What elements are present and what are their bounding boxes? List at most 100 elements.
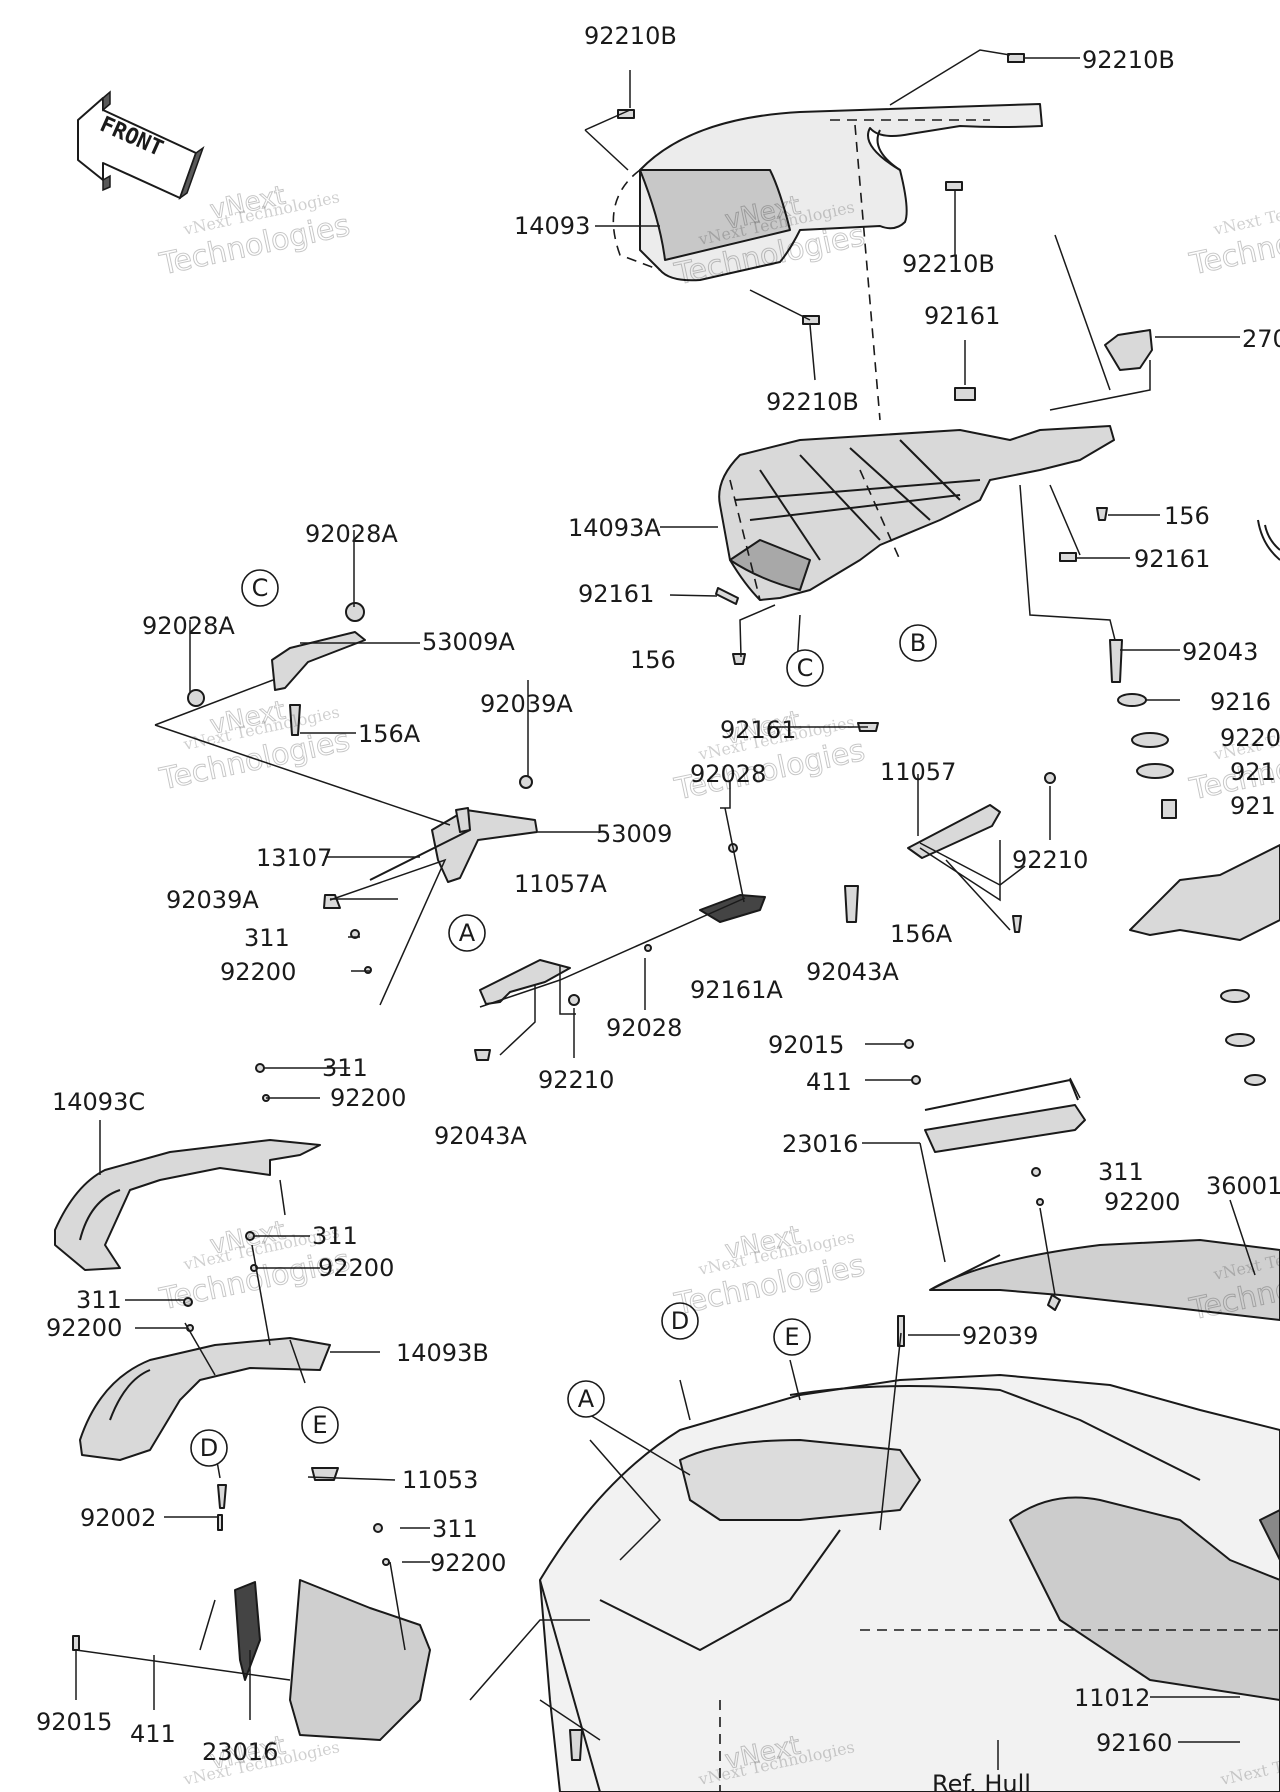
part-label: 311 — [312, 1222, 358, 1250]
cover-36001 — [929, 1239, 1280, 1321]
part-label: 36001 — [1206, 1172, 1280, 1200]
svg-text:C: C — [252, 574, 269, 602]
part-label: 11057 — [880, 758, 956, 786]
lower-panel-group — [234, 1579, 431, 1741]
part-label: 92015 — [36, 1708, 112, 1736]
callout-d-hull: D — [661, 1302, 699, 1340]
panel-14093C — [54, 1139, 321, 1271]
svg-text:D: D — [200, 1434, 218, 1462]
hull-body — [539, 1374, 1280, 1792]
svg-text:A: A — [459, 919, 476, 947]
part-label: 11053 — [402, 1466, 478, 1494]
part-label: 311 — [432, 1515, 478, 1543]
part-label: 92210B — [1082, 46, 1175, 74]
part-label: 92039A — [166, 886, 259, 914]
part-label: 92210B — [766, 388, 859, 416]
part-label: 92200 — [430, 1549, 506, 1577]
part-label: 270 — [1242, 325, 1280, 353]
callout-c-top: C — [241, 569, 279, 607]
part-label: 9220 — [1220, 724, 1280, 752]
part-label: 411 — [806, 1068, 852, 1096]
part-label: 92043A — [434, 1122, 527, 1150]
part-label: 92028A — [142, 612, 235, 640]
svg-text:E: E — [784, 1323, 799, 1351]
callout-c-mid: C — [786, 649, 824, 687]
part-label: 311 — [244, 924, 290, 952]
part-label: 92028 — [606, 1014, 682, 1042]
part-label: 92161 — [1134, 545, 1210, 573]
watermark: vNext Technologies Technologies — [1186, 187, 1280, 283]
leader-lines — [75, 49, 1256, 1770]
part-label: 11012 — [1074, 1684, 1150, 1712]
part-label: 156 — [1164, 502, 1210, 530]
part-label: 411 — [130, 1720, 176, 1748]
part-label: 92200 — [318, 1254, 394, 1282]
part-label: 92161 — [924, 302, 1000, 330]
callout-a-hull: A — [567, 1380, 605, 1418]
part-label: 92200 — [46, 1314, 122, 1342]
part-label: 11057A — [514, 870, 607, 898]
front-arrow-icon: FRONT — [77, 90, 205, 200]
part-label: 92015 — [768, 1031, 844, 1059]
part-label: 92028 — [690, 760, 766, 788]
part-label: 23016 — [202, 1738, 278, 1766]
part-label: 92200 — [330, 1084, 406, 1112]
part-label: 92002 — [80, 1504, 156, 1532]
watermark: vNext Technologies Technologies vNext — [156, 695, 354, 798]
part-label: 92161 — [578, 580, 654, 608]
part-label: 156A — [358, 720, 421, 748]
svg-text:B: B — [910, 629, 926, 657]
part-label: 921 — [1230, 758, 1276, 786]
part-label: 92210B — [584, 22, 677, 50]
part-label: 92039 — [962, 1322, 1038, 1350]
part-label: 311 — [76, 1286, 122, 1314]
part-label: 921 — [1230, 792, 1276, 820]
part-label: 311 — [1098, 1158, 1144, 1186]
bracket-53009A — [187, 602, 366, 736]
part-label: 14093A — [568, 514, 661, 542]
watermark: vNext Technologies Technologies vNext — [671, 705, 869, 808]
part-label: 156 — [630, 646, 676, 674]
callouts: C B C A D E A D — [190, 569, 937, 1467]
part-label: 14093B — [396, 1339, 489, 1367]
part-label: 13107 — [256, 844, 332, 872]
cover-270 — [1104, 329, 1153, 371]
part-label: 92043 — [1182, 638, 1258, 666]
part-label: 14093 — [514, 212, 590, 240]
part-label: 156A — [890, 920, 953, 948]
part-label: 92028A — [305, 520, 398, 548]
callout-a-left: A — [448, 914, 486, 952]
part-label: 92210 — [1012, 846, 1088, 874]
right-edge-parts — [1129, 519, 1280, 1541]
callout-e-hull: E — [773, 1318, 811, 1356]
seat-cover-14093 — [612, 103, 1043, 421]
svg-text:A: A — [578, 1385, 595, 1413]
bracket-11057A — [479, 959, 571, 1005]
part-label: 23016 — [782, 1130, 858, 1158]
part-label: 92160 — [1096, 1729, 1172, 1757]
part-label: 53009A — [422, 628, 515, 656]
part-label: Ref. Hull — [932, 1770, 1031, 1792]
svg-text:C: C — [797, 654, 814, 682]
part-label: 92200 — [1104, 1188, 1180, 1216]
part-label: 311 — [322, 1054, 368, 1082]
callout-b: B — [899, 624, 937, 662]
part-label: 9216 — [1210, 688, 1271, 716]
watermark: vNext Technologies Technologies vNext — [156, 1215, 354, 1318]
part-label: 92161 — [720, 716, 796, 744]
callout-d-panel: D — [190, 1429, 228, 1467]
svg-text:D: D — [671, 1307, 689, 1335]
part-label: 92161A — [690, 976, 783, 1004]
svg-text:E: E — [312, 1411, 327, 1439]
part-label: 53009 — [596, 820, 672, 848]
plate-11057 — [907, 804, 1001, 859]
callout-e-panel: E — [301, 1406, 339, 1444]
part-label: 92039A — [480, 690, 573, 718]
part-label: 92200 — [220, 958, 296, 986]
watermark: vNext Technologies Technologies vNext — [671, 1220, 869, 1323]
part-label: 14093C — [52, 1088, 145, 1116]
part-label: 92210 — [538, 1066, 614, 1094]
seat-frame-14093A — [718, 425, 1115, 601]
part-label: 92210B — [902, 250, 995, 278]
